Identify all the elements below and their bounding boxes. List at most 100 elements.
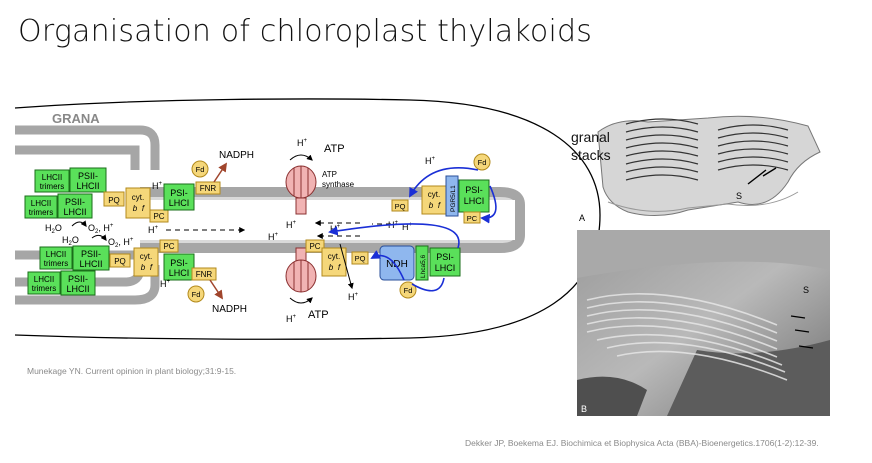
atp-synthase-lower <box>285 247 317 304</box>
atp-synthase-upper <box>285 154 317 215</box>
svg-text:Fd: Fd <box>192 290 201 299</box>
cyt-b6f-lower-left: PQ cyt. b f PC <box>109 239 179 277</box>
svg-text:b: b <box>429 201 434 210</box>
svg-text:f: f <box>338 263 341 272</box>
svg-text:PQ: PQ <box>395 202 406 211</box>
svg-text:FNR: FNR <box>196 270 213 279</box>
svg-text:PC: PC <box>153 212 164 221</box>
nadph-upper: NADPH <box>219 150 254 161</box>
svg-text:trimers: trimers <box>32 284 56 293</box>
chloroplast-envelope <box>14 98 601 340</box>
svg-text:LHCII: LHCII <box>34 275 54 284</box>
svg-text:PSI-: PSI- <box>170 188 188 198</box>
svg-text:PSII-: PSII- <box>81 249 101 259</box>
svg-text:LHCII: LHCII <box>76 181 99 191</box>
svg-text:H+: H+ <box>425 156 436 166</box>
svg-text:NDH: NDH <box>386 259 408 270</box>
ndh-lower-right: PC cyt. b f PQ NDH Lhca5,6 PSI- LHCI Fd <box>305 223 461 299</box>
electron-micrograph: S B <box>577 230 830 416</box>
cyclic-upper-right: PQ cyt. b f PGR5/L1 PSI- LHCI PC Fd <box>391 153 497 224</box>
panel-a-label: A <box>579 213 586 223</box>
svg-text:Fd: Fd <box>478 158 487 167</box>
svg-text:cyt.: cyt. <box>428 190 440 199</box>
svg-text:LHCII: LHCII <box>31 199 51 208</box>
membrane-layers <box>586 293 788 381</box>
panel-a-s-label: S <box>736 191 742 201</box>
panel-b-s-label: S <box>803 285 809 295</box>
fnr-upper <box>195 181 221 195</box>
panel-b-label: B <box>581 404 587 414</box>
citation-right: Dekker JP, Boekema EJ. Biochimica et Bio… <box>465 438 819 448</box>
fnr-lower <box>191 267 217 281</box>
granal-stacks-label: granal stacks <box>571 129 611 163</box>
svg-text:PGR5/L1: PGR5/L1 <box>450 185 457 212</box>
svg-text:Fd: Fd <box>404 286 413 295</box>
svg-text:H+: H+ <box>148 225 159 235</box>
svg-text:cyt.: cyt. <box>328 252 340 261</box>
svg-text:cyt.: cyt. <box>140 252 152 261</box>
svg-text:H2O: H2O <box>45 223 62 235</box>
granal-stacks-model: S <box>597 115 821 216</box>
svg-text:PQ: PQ <box>108 196 120 205</box>
svg-text:b: b <box>329 263 334 272</box>
svg-text:PSI-: PSI- <box>465 185 483 195</box>
svg-text:LHCII: LHCII <box>63 207 86 217</box>
svg-text:PSII-: PSII- <box>68 274 88 284</box>
svg-text:trimers: trimers <box>29 208 53 217</box>
svg-text:PSII-: PSII- <box>65 197 85 207</box>
svg-text:H2O: H2O <box>62 235 79 247</box>
svg-text:Lhca5,6: Lhca5,6 <box>420 254 427 278</box>
svg-text:f: f <box>150 263 153 272</box>
atp-lower: ATP <box>308 309 329 321</box>
svg-text:PSI-: PSI- <box>436 252 454 262</box>
fd-lower <box>187 285 205 303</box>
svg-text:LHCII: LHCII <box>46 250 66 259</box>
svg-text:LHCI: LHCI <box>169 268 190 278</box>
svg-text:cyt.: cyt. <box>132 193 144 202</box>
svg-text:PSII-: PSII- <box>78 171 98 181</box>
psi-lhci-lower-left <box>163 253 195 281</box>
granal-disc-stack-left <box>625 118 699 181</box>
svg-text:H+: H+ <box>402 222 413 232</box>
svg-text:PC: PC <box>467 214 478 223</box>
fd-upper <box>191 160 209 178</box>
svg-text:b: b <box>133 204 138 213</box>
svg-text:f: f <box>142 204 145 213</box>
grana-label: GRANA <box>52 111 100 126</box>
svg-text:LHCII: LHCII <box>42 173 62 182</box>
svg-text:LHCI: LHCI <box>435 263 456 273</box>
svg-text:Fd: Fd <box>196 165 205 174</box>
slide-title: Organisation of chloroplast thylakoids <box>18 14 593 49</box>
svg-text:PC: PC <box>163 242 174 251</box>
svg-text:O2, H+: O2, H+ <box>108 237 134 249</box>
svg-text:PC: PC <box>309 242 320 251</box>
atp-upper: ATP <box>324 143 345 155</box>
svg-text:O2, H+: O2, H+ <box>88 223 114 235</box>
svg-text:LHCII: LHCII <box>66 284 89 294</box>
svg-text:FNR: FNR <box>200 184 217 193</box>
svg-text:H+: H+ <box>286 220 297 230</box>
svg-text:H+: H+ <box>152 181 163 191</box>
svg-text:trimers: trimers <box>44 259 68 268</box>
psi-lhci-upper-left <box>163 183 195 211</box>
cyt-b6f-upper-left: PQ cyt. b f PC <box>103 187 169 223</box>
svg-text:synthase: synthase <box>322 180 355 189</box>
granal-disc-stack-right <box>717 124 789 171</box>
svg-text:LHCII: LHCII <box>79 259 102 269</box>
svg-text:PQ: PQ <box>114 257 126 266</box>
svg-text:PSI-: PSI- <box>170 258 188 268</box>
svg-text:LHCI: LHCI <box>464 196 485 206</box>
lhcii-psii-group: LHCII trimers PSII- LHCII LHCII trimers … <box>24 167 110 296</box>
svg-text:f: f <box>438 201 441 210</box>
svg-text:PQ: PQ <box>355 254 366 263</box>
svg-text:LHCI: LHCI <box>169 198 190 208</box>
svg-text:H+: H+ <box>160 279 171 289</box>
citation-left: Munekage YN. Current opinion in plant bi… <box>27 366 237 376</box>
svg-text:ATP: ATP <box>322 170 337 179</box>
svg-text:b: b <box>141 263 146 272</box>
svg-text:H+: H+ <box>297 138 308 148</box>
svg-text:H+: H+ <box>348 292 359 302</box>
nadph-lower: NADPH <box>212 304 247 315</box>
svg-text:trimers: trimers <box>40 182 64 191</box>
